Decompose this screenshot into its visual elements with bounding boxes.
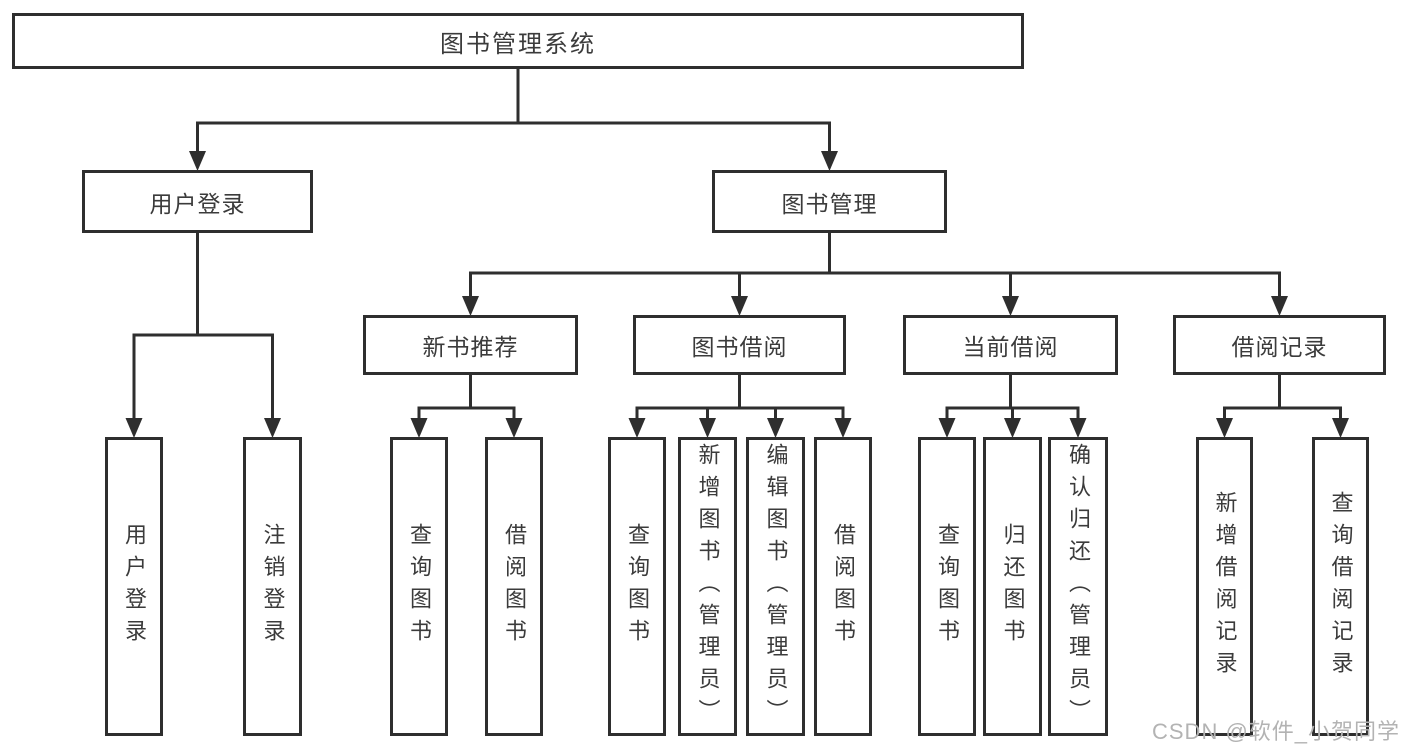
node-label-leaf-confirm-return-admin: 确认归还（管理员） (1066, 442, 1091, 731)
node-leaf-query-borrow-record: 查询借阅记录 (1312, 437, 1369, 736)
node-label-system-root: 图书管理系统 (440, 30, 596, 58)
node-label-leaf-edit-books-admin: 编辑图书（管理员） (763, 442, 789, 731)
node-leaf-borrow-books-recommend: 借阅图书 (485, 437, 543, 736)
arrowhead-icon (1271, 296, 1288, 316)
node-label-leaf-borrow-books-borrowing: 借阅图书 (831, 522, 856, 651)
arrowhead-icon (1069, 418, 1087, 438)
node-leaf-user-login: 用户登录 (105, 437, 163, 736)
arrowhead-icon (1332, 418, 1349, 438)
node-user-login: 用户登录 (82, 170, 313, 233)
node-system-root: 图书管理系统 (12, 13, 1024, 69)
node-current-borrowing: 当前借阅 (903, 315, 1118, 375)
node-label-leaf-user-login: 用户登录 (122, 522, 147, 651)
arrowhead-icon (410, 418, 428, 438)
node-label-book-borrowing: 图书借阅 (691, 334, 788, 360)
arrowhead-icon (125, 418, 143, 438)
watermark-text: CSDN @软件_小贺同学 (1152, 719, 1401, 744)
node-leaf-query-books-recommend: 查询图书 (390, 437, 448, 736)
node-new-book-recommendation: 新书推荐 (363, 315, 578, 375)
node-label-borrowing-records: 借阅记录 (1231, 334, 1328, 360)
arrowhead-icon (628, 418, 646, 438)
arrowhead-icon (1216, 418, 1233, 438)
arrowhead-icon (834, 418, 852, 438)
node-leaf-query-books-current: 查询图书 (918, 437, 976, 736)
node-label-leaf-query-books-current: 查询图书 (935, 522, 960, 651)
node-label-leaf-query-books-borrowing: 查询图书 (625, 522, 650, 651)
arrowhead-icon (938, 418, 956, 438)
node-leaf-borrow-books-borrowing: 借阅图书 (814, 437, 872, 736)
arrowhead-icon (505, 418, 523, 438)
node-label-leaf-return-books: 归还图书 (1000, 522, 1026, 651)
arrowhead-icon (699, 418, 716, 438)
node-label-leaf-logout: 注销登录 (260, 522, 286, 651)
node-borrowing-records: 借阅记录 (1173, 315, 1386, 375)
node-leaf-logout: 注销登录 (243, 437, 302, 736)
node-leaf-add-borrow-record: 新增借阅记录 (1196, 437, 1253, 736)
arrowhead-icon (821, 151, 838, 171)
node-label-current-borrowing: 当前借阅 (962, 334, 1059, 360)
node-label-leaf-query-borrow-record: 查询借阅记录 (1328, 490, 1354, 683)
node-label-leaf-add-borrow-record: 新增借阅记录 (1212, 490, 1238, 683)
arrowhead-icon (731, 296, 748, 316)
arrowhead-icon (767, 418, 784, 438)
node-leaf-return-books: 归还图书 (983, 437, 1042, 736)
node-leaf-query-books-borrowing: 查询图书 (608, 437, 666, 736)
node-book-borrowing: 图书借阅 (633, 315, 846, 375)
arrowhead-icon (264, 418, 281, 438)
node-label-leaf-query-books-recommend: 查询图书 (407, 522, 432, 651)
node-label-leaf-borrow-books-recommend: 借阅图书 (502, 522, 527, 651)
node-label-user-login: 用户登录 (149, 190, 246, 217)
node-leaf-confirm-return-admin: 确认归还（管理员） (1048, 437, 1108, 736)
arrowhead-icon (1002, 296, 1019, 316)
node-label-new-book-recommendation: 新书推荐 (422, 334, 519, 360)
arrowhead-icon (462, 296, 479, 316)
arrowhead-icon (1004, 418, 1021, 438)
node-label-leaf-add-books-admin: 新增图书（管理员） (695, 442, 721, 731)
node-leaf-add-books-admin: 新增图书（管理员） (678, 437, 737, 736)
node-book-management: 图书管理 (712, 170, 947, 233)
node-leaf-edit-books-admin: 编辑图书（管理员） (746, 437, 805, 736)
arrowhead-icon (189, 151, 206, 171)
node-label-book-management: 图书管理 (781, 190, 878, 217)
